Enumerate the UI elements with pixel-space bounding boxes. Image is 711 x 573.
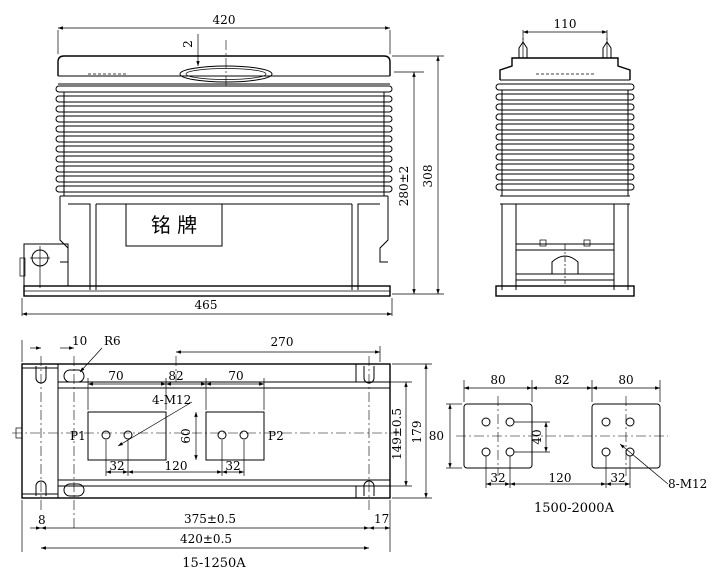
tdim-32-left: 32 bbox=[490, 471, 505, 485]
caption-15-1250a: 15-1250A bbox=[182, 556, 246, 571]
bottom-dimensions: 10 R6 270 70 82 70 4-M12 60 32 120 32 bbox=[21, 334, 432, 571]
label-p2: P2 bbox=[268, 429, 284, 443]
tdim-82: 82 bbox=[554, 373, 569, 387]
dim-8: 8 bbox=[38, 513, 46, 527]
side-fins bbox=[495, 83, 635, 191]
front-dimensions: 420 2 465 280±2 308 bbox=[21, 13, 444, 316]
dim-375: 375±0.5 bbox=[184, 512, 236, 526]
dim-420-bottom: 420±0.5 bbox=[180, 532, 232, 546]
dim-149: 149±0.5 bbox=[390, 408, 404, 460]
dim-280: 280±2 bbox=[397, 166, 411, 207]
dim-60: 60 bbox=[179, 428, 193, 443]
terminal-dimensions: 80 82 80 80 40 32 120 32 8-M12 1500-2000… bbox=[429, 373, 708, 516]
nameplate bbox=[125, 203, 223, 247]
dim-120: 120 bbox=[165, 459, 188, 473]
tdim-80-height: 80 bbox=[429, 429, 444, 443]
dim-308: 308 bbox=[421, 165, 435, 188]
label-4-m12: 4-M12 bbox=[152, 393, 191, 407]
front-fins bbox=[55, 85, 393, 193]
tdim-80-right: 80 bbox=[618, 373, 633, 387]
dim-10: 10 bbox=[72, 334, 87, 348]
tdim-120: 120 bbox=[549, 471, 572, 485]
dim-70-right: 70 bbox=[228, 369, 243, 383]
dim-270: 270 bbox=[271, 335, 294, 349]
front-view: 铭 牌 bbox=[19, 40, 393, 297]
terminal-view bbox=[456, 396, 668, 476]
tdim-32-right: 32 bbox=[610, 471, 625, 485]
tdim-40: 40 bbox=[530, 429, 544, 444]
bottom-view: P1 P2 bbox=[12, 356, 400, 530]
dim-70-left: 70 bbox=[108, 369, 123, 383]
dim-32-right: 32 bbox=[225, 459, 240, 473]
pad-p1 bbox=[87, 411, 167, 461]
dim-32-left: 32 bbox=[109, 459, 124, 473]
dim-82: 82 bbox=[168, 369, 183, 383]
pad-p2 bbox=[205, 411, 265, 461]
tdim-80-left: 80 bbox=[490, 373, 505, 387]
tlabel-8-m12: 8-M12 bbox=[668, 477, 707, 491]
dim-110: 110 bbox=[554, 17, 577, 31]
caption-1500-2000a: 1500-2000A bbox=[534, 501, 615, 516]
dim-17: 17 bbox=[374, 512, 389, 526]
dim-179: 179 bbox=[410, 421, 424, 444]
dim-slot-2: 2 bbox=[181, 40, 195, 48]
side-view bbox=[495, 38, 635, 297]
label-p1: P1 bbox=[70, 429, 86, 443]
side-dimensions: 110 bbox=[522, 17, 608, 40]
nameplate-text: 铭 牌 bbox=[151, 213, 197, 237]
dim-465: 465 bbox=[195, 298, 218, 312]
dim-r6: R6 bbox=[104, 334, 121, 348]
dim-420-top: 420 bbox=[213, 13, 236, 27]
